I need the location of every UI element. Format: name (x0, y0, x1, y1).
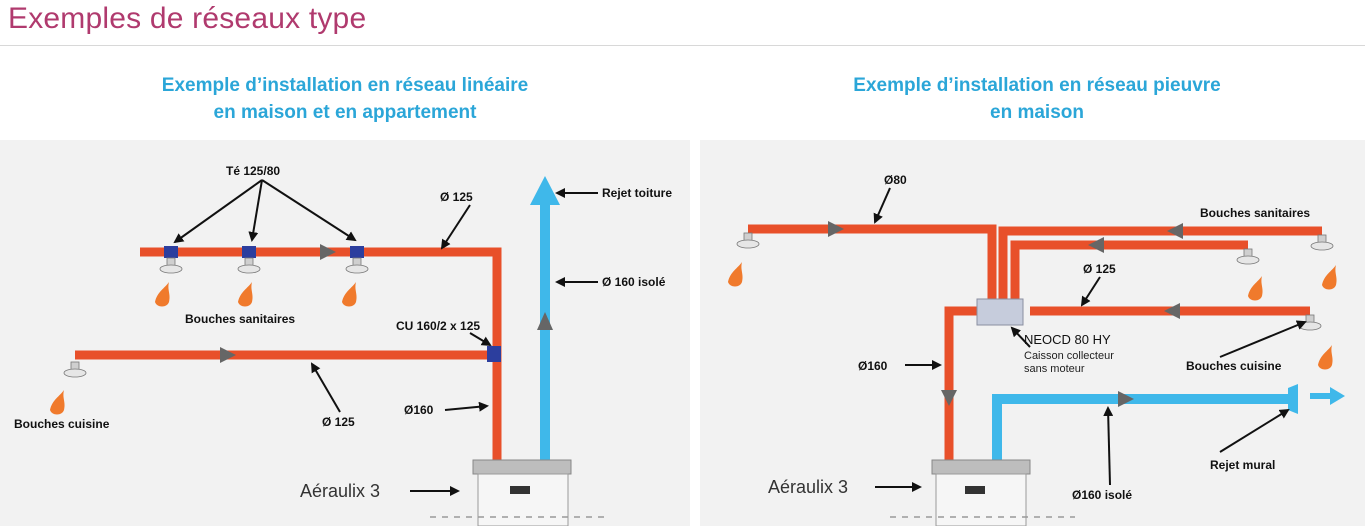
label-d125-top: Ø 125 (440, 190, 473, 204)
flow-arrow-icon (1167, 223, 1183, 239)
flow-arrow-icon (828, 221, 844, 237)
left-title-line2: en maison et en appartement (213, 102, 477, 123)
air-flow-icon (1322, 265, 1337, 290)
caisson-collecteur-icon (976, 298, 1024, 326)
left-air-flows (50, 282, 357, 415)
flow-arrow-icon (941, 390, 957, 406)
label-d160-isole: Ø 160 isolé (602, 275, 666, 289)
right-diagram: Ø80 Bouches sanitaires Ø 125 NEOCD 80 HY… (728, 173, 1345, 526)
vent-icon (345, 257, 369, 274)
label-caisson-line1: Caisson collecteur (1024, 350, 1114, 362)
label-d80: Ø80 (884, 173, 907, 187)
duct-d160-isole (992, 394, 1288, 460)
air-flow-icon (1248, 276, 1263, 301)
rejet-toiture-arrow-icon (530, 176, 560, 205)
left-tee-fittings (63, 246, 501, 378)
tee-fitting-icon (164, 246, 178, 258)
vent-icon (159, 257, 183, 274)
tee-fitting-icon (350, 246, 364, 258)
left-aeraulix-unit (430, 459, 610, 526)
air-flow-icon (728, 262, 743, 287)
vent-icon (1310, 234, 1334, 251)
duct-d160 (944, 306, 978, 460)
right-cold-duct (992, 384, 1345, 460)
label-d125-bottom: Ø 125 (322, 415, 355, 429)
label-d125: Ø 125 (1083, 262, 1116, 276)
vent-icon (736, 232, 760, 249)
right-panel-title: Exemple d’installation en réseau pieuvre… (787, 72, 1287, 126)
pointer-line (469, 332, 492, 347)
flow-arrow-icon (220, 347, 236, 363)
cu-fitting-icon (487, 346, 501, 362)
label-te: Té 125/80 (226, 164, 280, 178)
left-pointers (173, 179, 598, 496)
right-pointers (873, 187, 1307, 492)
vent-icon (1236, 248, 1260, 265)
right-aeraulix-unit (890, 459, 1075, 526)
label-aeraulix-left: Aéraulix 3 (300, 481, 380, 501)
pointer-line (173, 179, 263, 244)
flow-arrow-icon (537, 312, 553, 330)
left-title-line1: Exemple d’installation en réseau linéair… (161, 75, 529, 96)
pointer-line (1219, 320, 1307, 358)
duct-d125-top (140, 247, 502, 460)
flow-arrow-icon (1164, 303, 1180, 319)
pointer-line (440, 204, 471, 250)
duct-d80-sanitaire-2 (1010, 240, 1248, 305)
right-title-line2: en maison (990, 102, 1084, 123)
label-caisson-line2: sans moteur (1024, 363, 1085, 375)
label-bouches-sanitaires: Bouches sanitaires (185, 312, 295, 326)
pointer-line (261, 179, 357, 242)
pointer-line (1103, 406, 1114, 486)
label-d160: Ø160 (404, 403, 434, 417)
air-flow-icon (238, 282, 253, 307)
left-cold-duct (530, 176, 560, 460)
left-panel-title: Exemple d’installation en réseau linéair… (95, 72, 595, 126)
right-panel-background (700, 140, 1365, 526)
label-bouches-cuisine: Bouches cuisine (14, 417, 110, 431)
vent-icon (63, 361, 87, 378)
label-d160-isole: Ø160 isolé (1072, 488, 1132, 502)
pointer-line (248, 179, 263, 242)
tee-fitting-icon (242, 246, 256, 258)
label-rejet-mural: Rejet mural (1210, 458, 1275, 472)
flow-arrow-icon (1088, 237, 1104, 253)
left-hot-ducts (75, 247, 502, 460)
right-flow-arrows (828, 221, 1183, 407)
pointer-line (1219, 408, 1290, 453)
flow-arrow-icon (1118, 391, 1134, 407)
vent-icon (237, 257, 261, 274)
duct-d80-sanitaire-1 (998, 226, 1322, 305)
pointer-line (1080, 276, 1101, 307)
air-flow-icon (1318, 345, 1333, 370)
pointer-line (444, 401, 489, 412)
left-diagram: Té 125/80 Ø 125 Rejet toiture Ø 160 isol… (14, 164, 672, 526)
air-flow-icon (342, 282, 357, 307)
grille-mural-icon (1288, 384, 1298, 414)
flow-arrow-icon (320, 244, 336, 260)
label-d160: Ø160 (858, 359, 888, 373)
air-flow-icon (50, 390, 65, 415)
label-aeraulix-right: Aéraulix 3 (768, 477, 848, 497)
left-flow-arrows (220, 244, 553, 363)
label-bouches-sanitaires: Bouches sanitaires (1200, 206, 1310, 220)
label-rejet-toiture: Rejet toiture (602, 186, 672, 200)
pointer-line (310, 362, 341, 413)
label-bouches-cuisine: Bouches cuisine (1186, 359, 1282, 373)
page-title: Exemples de réseaux type (8, 2, 367, 35)
air-flow-icon (155, 282, 170, 307)
right-title-line1: Exemple d’installation en réseau pieuvre (853, 75, 1221, 96)
pointer-line (873, 187, 891, 224)
label-neocd: NEOCD 80 HY (1024, 332, 1111, 347)
duct-d80-main (748, 224, 997, 305)
pointer-line (1010, 326, 1031, 348)
label-cu: CU 160/2 x 125 (396, 319, 480, 333)
left-panel-background (0, 140, 690, 526)
rejet-mural-arrow-icon (1310, 387, 1345, 405)
title-divider (0, 45, 1365, 46)
